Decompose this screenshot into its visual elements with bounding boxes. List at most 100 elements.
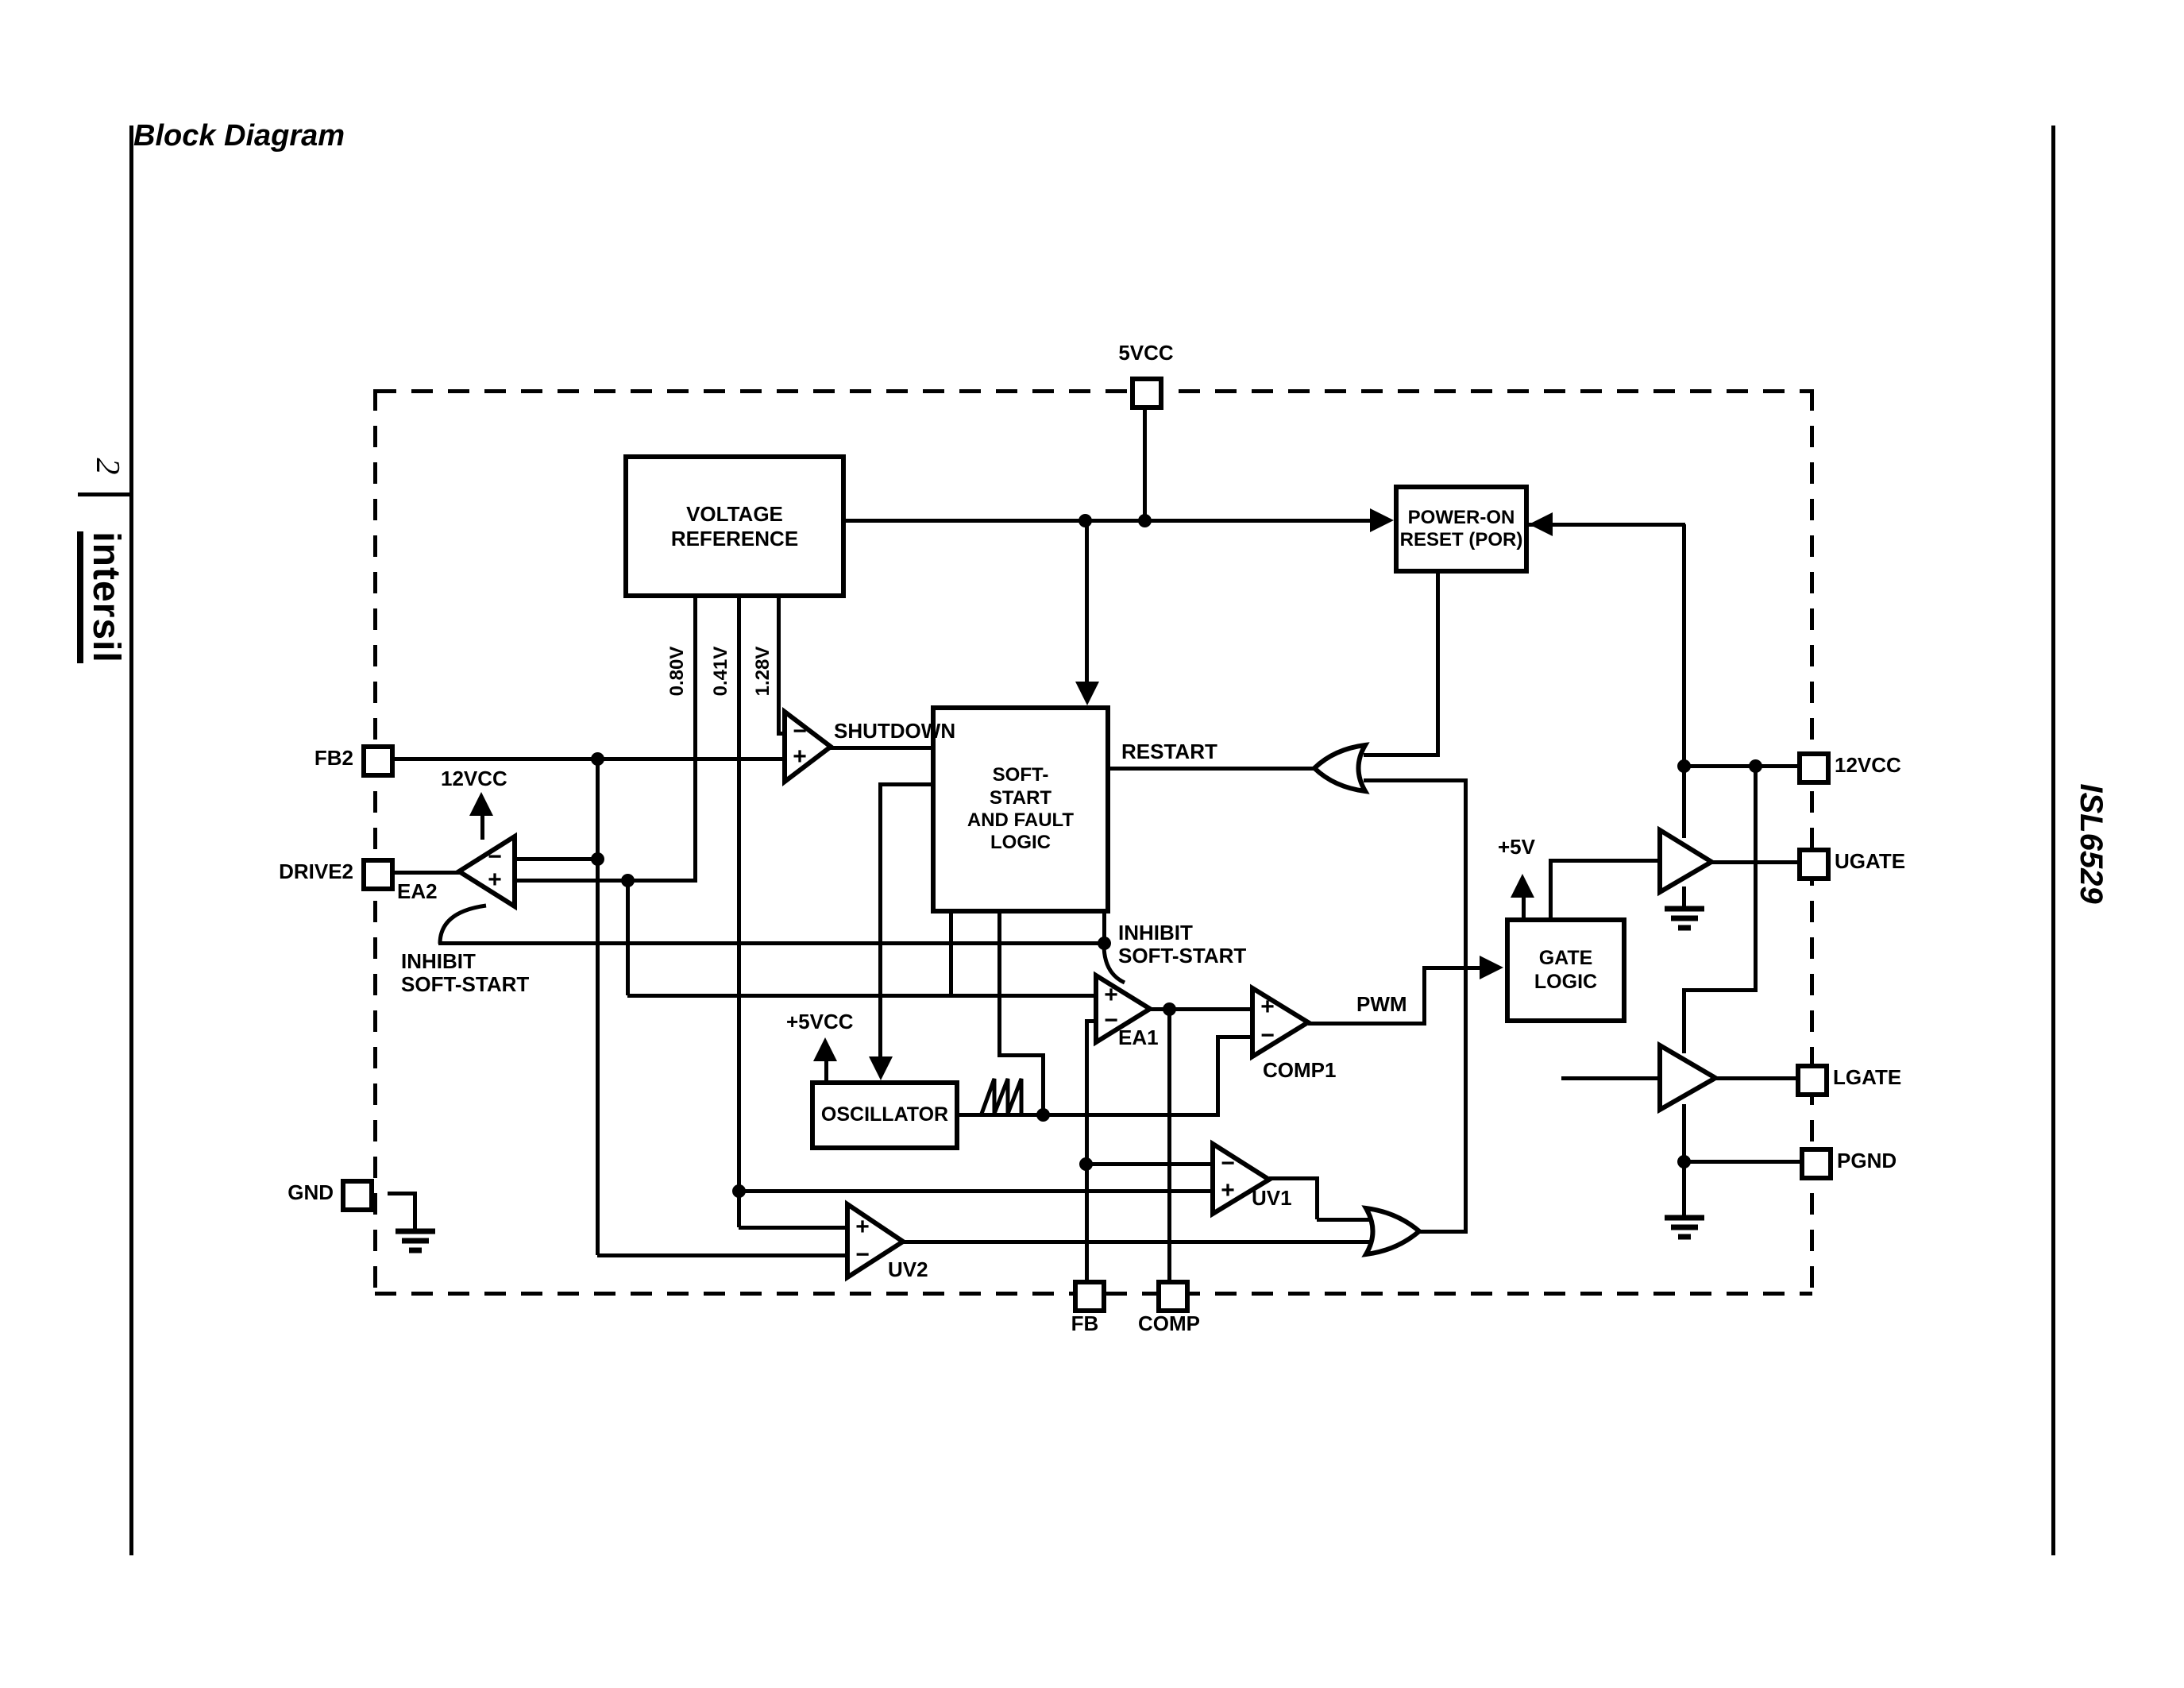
arrow-into-gatelogic <box>1480 956 1503 979</box>
wire-ss-inhibit-drop <box>1102 914 1106 943</box>
arrow-5v-gatelogic <box>1511 874 1534 898</box>
wire-lgate-drv-top <box>1682 988 1686 1053</box>
wire-ref-041 <box>737 598 741 1227</box>
wire-ref-to-ea1-plus <box>627 994 1098 998</box>
wire-or-or-top <box>1364 778 1468 782</box>
wire-uv1-jog <box>1317 1218 1370 1222</box>
shutdown-comparator <box>782 706 835 787</box>
junction <box>1098 937 1111 950</box>
uv1-plus-sign: + <box>1221 1177 1235 1203</box>
comp1-comparator <box>1250 983 1313 1061</box>
wire-ss-left-l <box>880 782 932 786</box>
arrow-12vcc-ea2 <box>469 792 493 816</box>
wire-comp1-out <box>1308 1022 1426 1026</box>
wire-ref-branch-ea1 <box>626 879 630 995</box>
wire-gnd-drop <box>413 1192 417 1230</box>
wire-ea1-minus-jog <box>1085 1019 1098 1023</box>
junction <box>591 852 604 866</box>
chip-border-right <box>1810 389 1814 1296</box>
junction <box>1036 1108 1050 1122</box>
chip-border-top <box>375 389 1812 393</box>
wire-12vcc-up-por <box>1682 524 1686 766</box>
block-power-on-reset: POWER-ON RESET (POR) <box>1394 485 1529 574</box>
pin-label-lgate: LGATE <box>1833 1065 1902 1089</box>
wire-ugate-drv-gnd <box>1682 886 1686 907</box>
wire-pwm-up <box>1422 966 1426 1025</box>
uv2-comparator <box>845 1199 908 1282</box>
label-inhibit-soft-start-left: INHIBIT SOFT-START <box>401 949 530 997</box>
wire-uv2-plus-drop <box>737 1189 741 1227</box>
page-number: 2 <box>89 458 125 475</box>
ea2-inhibit-curve <box>438 903 487 944</box>
wire-osc-out <box>959 1113 1220 1117</box>
ea2-amplifier <box>454 832 517 911</box>
uv1-comparator <box>1210 1139 1274 1219</box>
ea2-minus-sign: − <box>488 844 502 870</box>
wire-oror-up <box>1464 778 1468 1231</box>
wire-por-down <box>1436 574 1440 755</box>
wire-fb2-to-uv2-minus <box>597 1253 849 1257</box>
pin-gnd <box>341 1179 374 1212</box>
label-ea1: EA1 <box>1118 1026 1159 1049</box>
junction <box>1677 1155 1691 1168</box>
wire-ramp-riser <box>1216 1035 1220 1114</box>
arrow-into-por-left <box>1370 508 1394 532</box>
wire-ramp-to-comp1 <box>1217 1035 1254 1039</box>
pin-label-drive2: DRIVE2 <box>279 859 353 883</box>
wire-ss-to-ea1plus <box>949 914 953 995</box>
wire-ea2-minus <box>512 857 600 861</box>
pin-label-fb: FB <box>1071 1311 1099 1335</box>
wire-ea2-out-drive2 <box>388 871 461 875</box>
pin-drive2 <box>361 858 395 891</box>
label-inhibit-soft-start-right: INHIBIT SOFT-START <box>1118 921 1247 968</box>
wire-ea1-out <box>1150 1007 1254 1011</box>
uv2-plus-sign: + <box>855 1214 870 1240</box>
pin-fb2 <box>361 744 395 778</box>
wire-ss-ramp-b <box>1041 1053 1045 1114</box>
arrow-into-oscillator <box>869 1056 893 1080</box>
junction <box>591 752 604 766</box>
wire-oror-out <box>1419 1230 1468 1234</box>
wire-gl-to-ugate <box>1550 859 1661 863</box>
pin-label-fb2: FB2 <box>314 746 353 770</box>
wire-restart <box>1110 767 1316 771</box>
wire-ref-080 <box>693 598 697 881</box>
pin-fb <box>1073 1280 1106 1313</box>
pin-5vcc <box>1130 377 1163 410</box>
wire-ea2-plus <box>512 879 697 883</box>
junction <box>1138 514 1152 527</box>
intersil-logo: intersil <box>77 506 127 689</box>
label-ref-128: 1.28V <box>752 646 774 697</box>
wire-fb2-down <box>596 757 600 1255</box>
wire-12vcc-ea2-stem <box>480 814 484 840</box>
intersil-logo-text: intersil <box>77 531 127 663</box>
uv-fault-or-gate <box>1361 1205 1423 1257</box>
block-voltage-reference: VOLTAGE REFERENCE <box>623 454 846 598</box>
wire-v5-arrow-stem <box>1522 896 1526 919</box>
wire-5vcc-osc-stem <box>824 1060 828 1082</box>
ea1-minus-sign: − <box>1104 1007 1118 1033</box>
wire-ugate-drv-top <box>1682 764 1686 838</box>
wire-uv1-out <box>1269 1176 1319 1180</box>
pin-label-pgnd: PGND <box>1837 1149 1897 1172</box>
pin-label-gnd: GND <box>287 1180 334 1204</box>
uv2-minus-sign: − <box>855 1242 870 1268</box>
wire-por-to-or <box>1364 753 1440 757</box>
comp1-minus-sign: − <box>1260 1022 1275 1049</box>
pin-label-5vcc: 5VCC <box>1118 341 1174 365</box>
label-restart: RESTART <box>1121 740 1217 763</box>
left-rule <box>129 126 133 1555</box>
wire-ss-to-osc <box>878 782 882 1058</box>
pin-pgnd <box>1800 1147 1833 1180</box>
shutdown-minus-sign: − <box>793 718 807 744</box>
label-pwm: PWM <box>1356 992 1407 1016</box>
label-12vcc-supply: 12VCC <box>441 767 507 790</box>
right-rule <box>2051 126 2055 1555</box>
ea1-plus-sign: + <box>1104 982 1118 1008</box>
label-uv2: UV2 <box>888 1257 928 1281</box>
pin-label-12vcc: 12VCC <box>1835 753 1901 777</box>
junction <box>1079 1157 1093 1171</box>
wire-12vcc-to-por <box>1529 523 1685 527</box>
part-number: ISL6529 <box>2074 783 2109 904</box>
